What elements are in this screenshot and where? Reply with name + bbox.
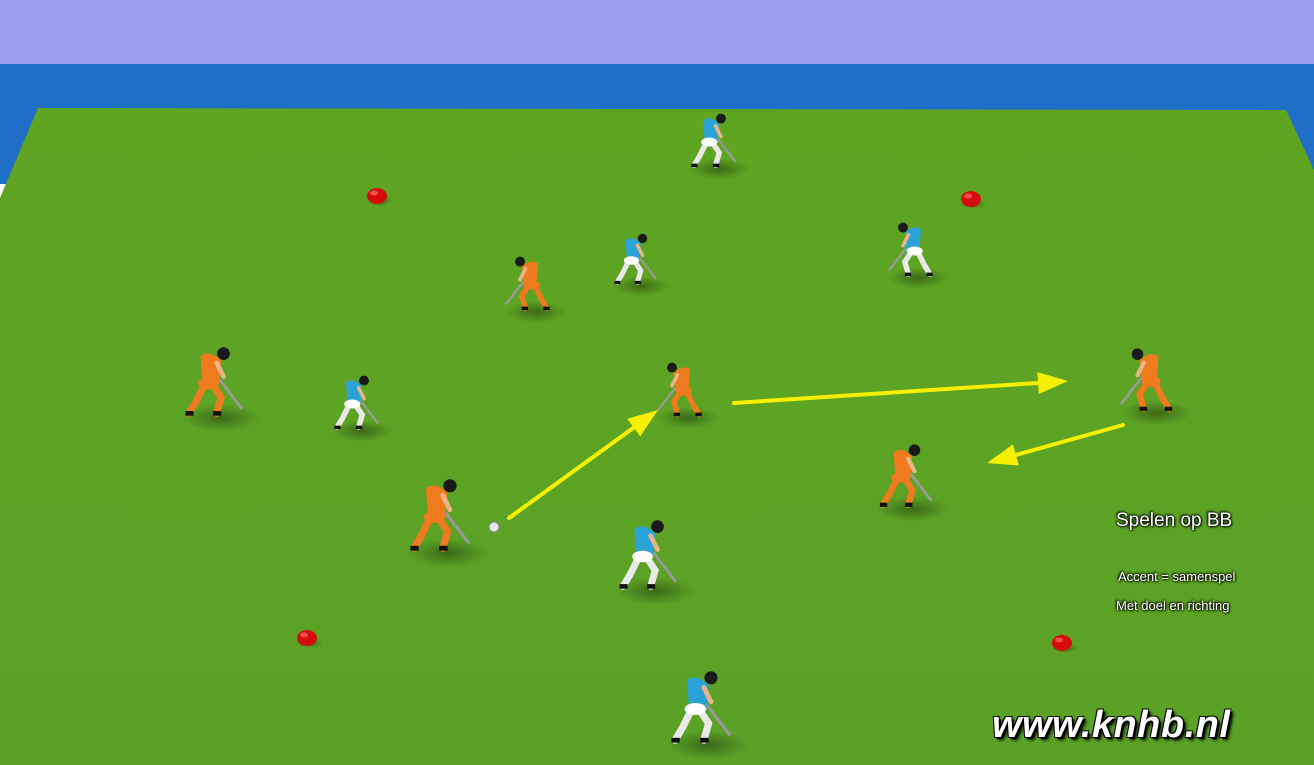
- sky: [0, 0, 1314, 66]
- drill-title: Spelen op BB: [1116, 510, 1232, 532]
- pitch: [0, 108, 1314, 765]
- watermark: www.knhb.nl: [992, 704, 1230, 747]
- ball: [489, 522, 499, 532]
- drill-accent: Accent = samenspel: [1118, 569, 1235, 584]
- drill-direction: Met doel en richting: [1116, 598, 1229, 613]
